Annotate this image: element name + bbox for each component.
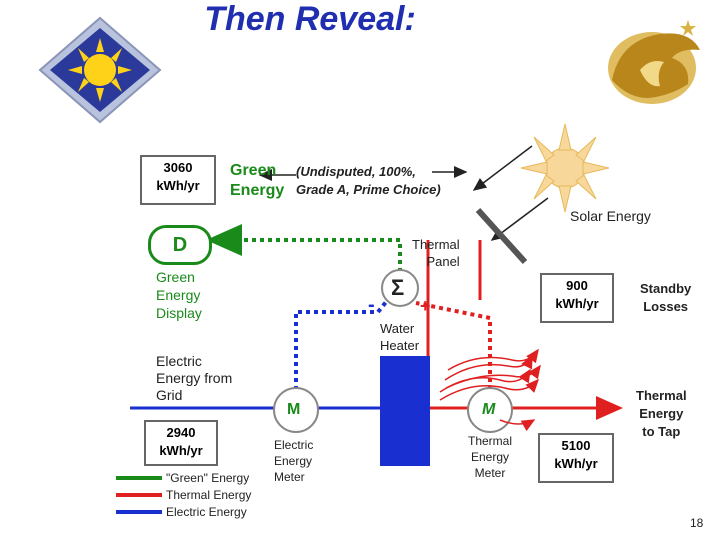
standby-label: Standby Losses: [640, 281, 692, 314]
red-dotted-line: [415, 301, 492, 398]
electric-meter: [273, 387, 319, 433]
display-node: D: [148, 225, 212, 265]
legend-green-label: "Green" Energy: [166, 471, 250, 485]
sun-logo-icon: [38, 16, 162, 124]
qualifier-line2: Grade A, Prime Choice): [296, 182, 441, 197]
green-energy-label: Green Energy: [230, 161, 284, 201]
page-title: Then Reveal:: [204, 0, 416, 38]
green-flow-line: [206, 224, 402, 272]
green-label-line2: Energy: [230, 182, 285, 199]
water-heater-label: Water Heater: [380, 321, 420, 353]
solar-energy-label: Solar Energy: [570, 208, 651, 224]
thermal-meter-letter: M: [482, 401, 496, 418]
grid-label: Electric Energy from Grid: [156, 353, 233, 403]
green-label-line1: Green: [230, 162, 277, 179]
water-heater-tank: [380, 356, 430, 466]
electric-meter-label: Electric Energy Meter: [274, 438, 314, 484]
thermal-panel-label: Thermal Panel: [412, 237, 460, 269]
minus-sign: -: [368, 294, 375, 316]
standby-amount-box: 900 kWh/yr: [540, 273, 614, 323]
pegasus-logo-icon: [608, 20, 700, 104]
qualifier-line1: (Undisputed, 100%,: [296, 164, 416, 179]
thermal-meter-label: Thermal Energy Meter: [468, 434, 513, 480]
standby-losses-arrows: [439, 348, 541, 432]
electric-meter-letter: M: [287, 401, 301, 418]
blue-dotted-line: [294, 300, 388, 398]
tap-label: Thermal Energy to Tap: [636, 388, 687, 439]
sum-symbol: Σ: [391, 275, 405, 300]
legend-red-label: Thermal Energy: [166, 488, 252, 502]
sum-node: [381, 269, 419, 307]
page-number: 18: [690, 516, 704, 530]
thermal-panel: [475, 207, 528, 265]
tap-amount-box: 5100 kWh/yr: [538, 433, 614, 483]
display-label: Green Energy Display: [156, 269, 202, 321]
solar-arrow-1: [472, 145, 533, 191]
grid-amount-box: 2940 kWh/yr: [144, 420, 218, 466]
plus-sign: +: [420, 296, 431, 316]
solar-sun-icon: [520, 123, 610, 213]
green-energy-amount-box: 3060 kWh/yr: [140, 155, 216, 205]
legend-blue-label: Electric Energy: [166, 505, 247, 519]
green-energy-qualifier: (Undisputed, 100%, Grade A, Prime Choice…: [296, 163, 441, 199]
